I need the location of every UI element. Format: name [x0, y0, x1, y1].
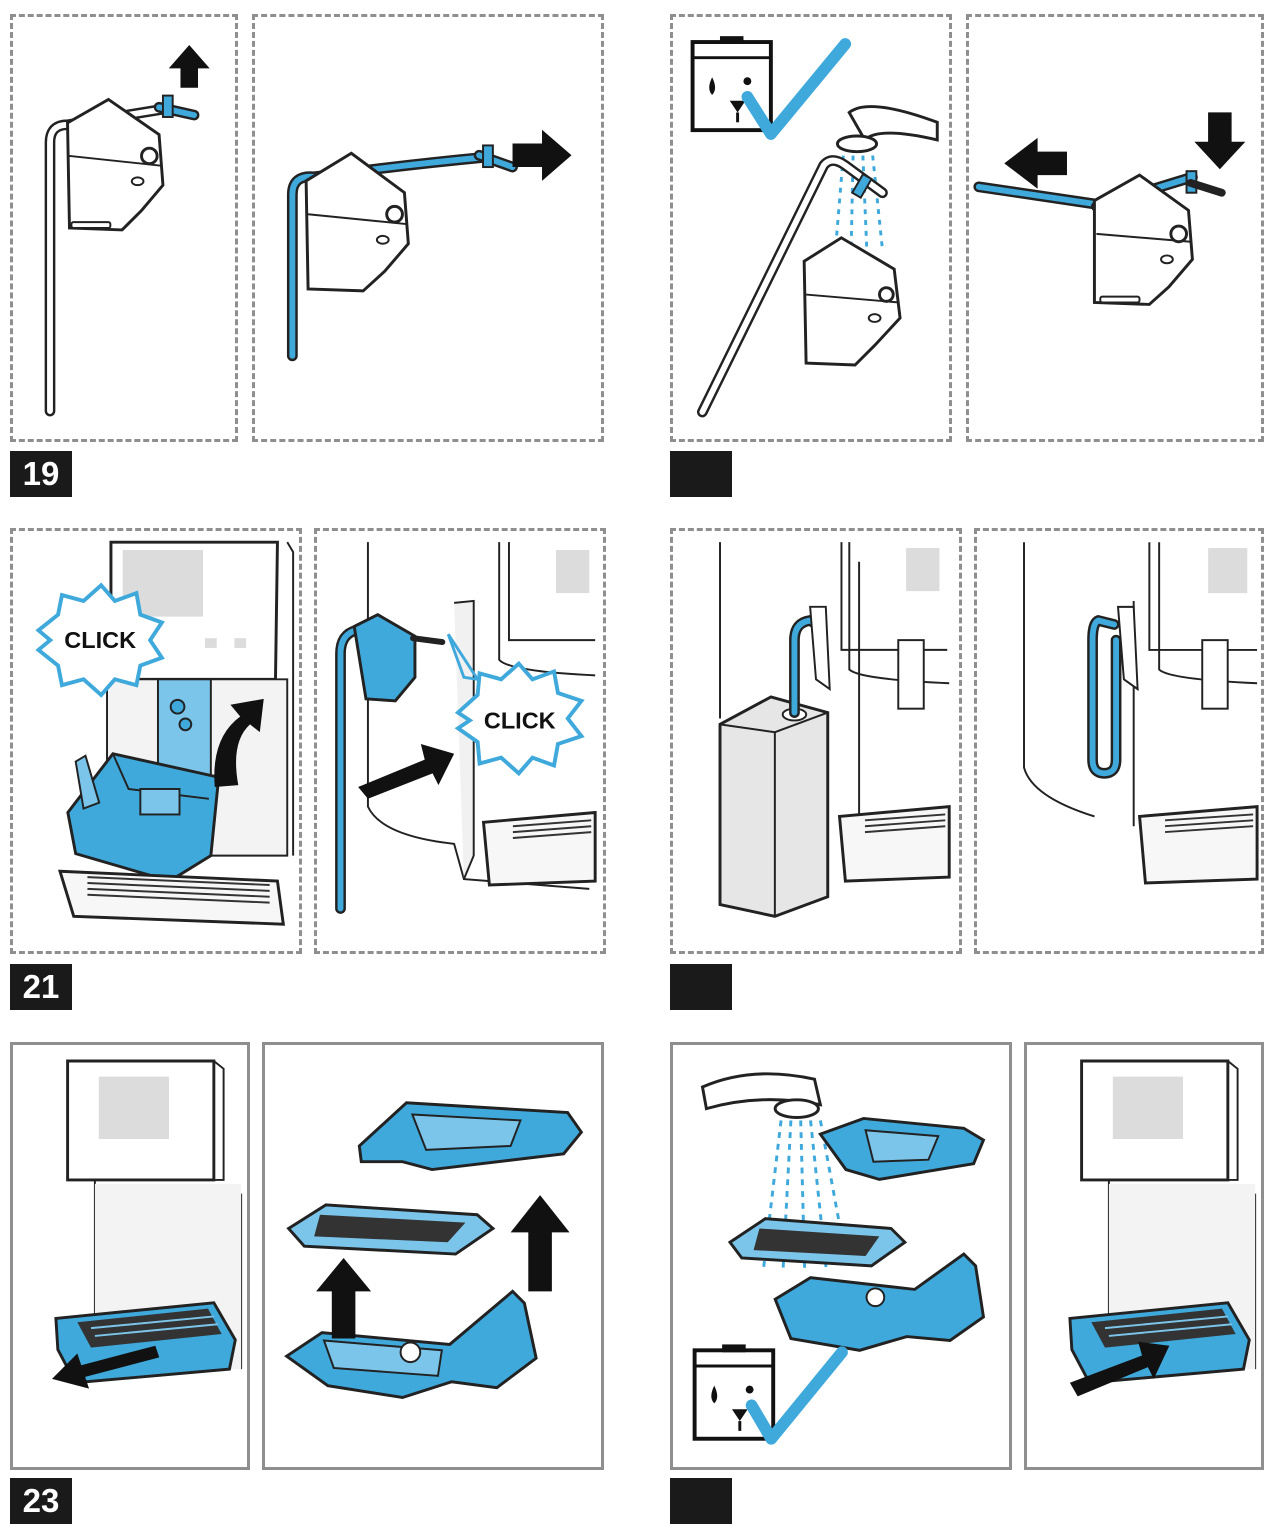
reinsert-drip-tray-illustration	[1068, 1059, 1257, 1397]
rinse-drip-tray-illustration	[692, 1072, 986, 1445]
checkmark-icon	[745, 1346, 848, 1445]
dishwasher-safe-icon	[692, 1344, 776, 1441]
tap-faucet-icon	[700, 1072, 823, 1119]
click-label: CLICK	[64, 627, 136, 653]
step21-panel-a: CLICK	[10, 528, 302, 954]
step-number-23: 23	[10, 1478, 72, 1524]
step22-panel-a	[670, 528, 962, 954]
detach-tube-illustration	[286, 129, 572, 362]
arrow-up-icon	[510, 1195, 570, 1292]
tube-stowed-illustration	[1023, 542, 1259, 885]
step-number-21: 21	[10, 964, 72, 1010]
step24-panel-b	[1024, 1042, 1264, 1470]
step19-panel-b	[252, 14, 604, 442]
click-burst-icon: CLICK	[35, 582, 165, 698]
step-number-19: 19	[10, 451, 72, 497]
step22-panel-b	[974, 528, 1264, 954]
step20-panel-b	[966, 14, 1264, 442]
disassemble-drip-tray-illustration	[284, 1101, 584, 1399]
arrow-right-icon	[512, 129, 572, 181]
click-label: CLICK	[484, 707, 556, 733]
remove-tube-illustration	[44, 44, 210, 417]
arrow-right-icon	[358, 743, 455, 799]
step19-panel-a	[10, 14, 238, 442]
tap-faucet-icon	[835, 105, 939, 154]
step24-panel-a	[670, 1042, 1012, 1470]
insert-dispenser-illustration: CLICK	[35, 540, 295, 926]
arrow-left-icon	[52, 1345, 160, 1389]
arrow-up-icon	[168, 44, 210, 88]
step-number-24	[670, 1478, 732, 1524]
arrow-left-icon	[1004, 137, 1067, 189]
checkmark-icon	[741, 38, 852, 140]
step-number-20	[670, 451, 732, 497]
step23-panel-a	[10, 1042, 250, 1470]
milk-carton-illustration	[718, 542, 951, 918]
arrow-up-icon	[316, 1257, 372, 1339]
step21-panel-b: CLICK	[314, 528, 606, 954]
pull-out-drip-tray-illustration	[52, 1059, 243, 1389]
step23-panel-b	[262, 1042, 604, 1470]
attach-holder-illustration: CLICK	[335, 542, 597, 914]
step-number-22	[670, 964, 732, 1010]
step20-panel-a	[670, 14, 952, 442]
arrow-down-icon	[1194, 112, 1246, 170]
rinse-under-tap-illustration	[690, 36, 939, 418]
click-burst-icon: CLICK	[446, 633, 585, 777]
arrow-right-icon	[1069, 1341, 1170, 1397]
reattach-tube-illustration	[973, 112, 1246, 306]
